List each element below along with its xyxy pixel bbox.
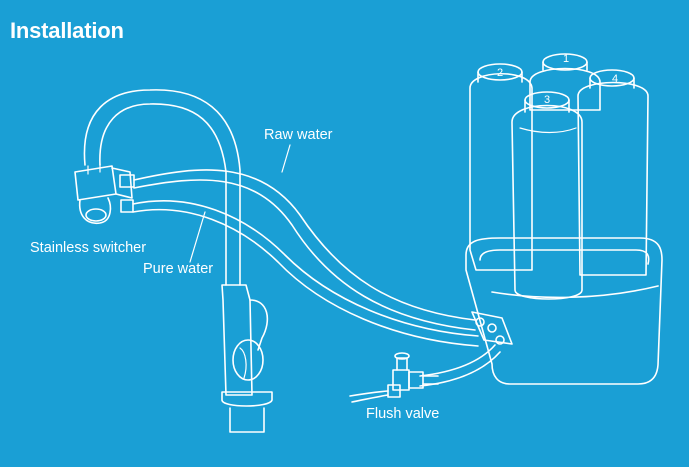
filter-number-1: 1 bbox=[563, 53, 569, 65]
purifier-base bbox=[465, 237, 663, 385]
diagram-title: Installation bbox=[10, 18, 124, 43]
stainless-switcher bbox=[74, 163, 135, 225]
pure-water-leader bbox=[189, 211, 206, 263]
filter-number-3: 3 bbox=[544, 94, 550, 106]
flush-valve bbox=[349, 352, 439, 403]
stainless-switcher-label: Stainless switcher bbox=[30, 240, 147, 256]
filter-cartridges: 1 2 4 3 bbox=[469, 53, 649, 300]
raw-water-label: Raw water bbox=[264, 127, 333, 143]
faucet bbox=[83, 89, 273, 433]
filter-number-2: 2 bbox=[497, 67, 503, 79]
filter-number-4: 4 bbox=[612, 73, 618, 85]
flush-valve-label: Flush valve bbox=[366, 406, 440, 422]
water-tubes bbox=[132, 169, 501, 387]
pure-water-label: Pure water bbox=[143, 261, 214, 277]
raw-water-leader bbox=[281, 144, 291, 173]
